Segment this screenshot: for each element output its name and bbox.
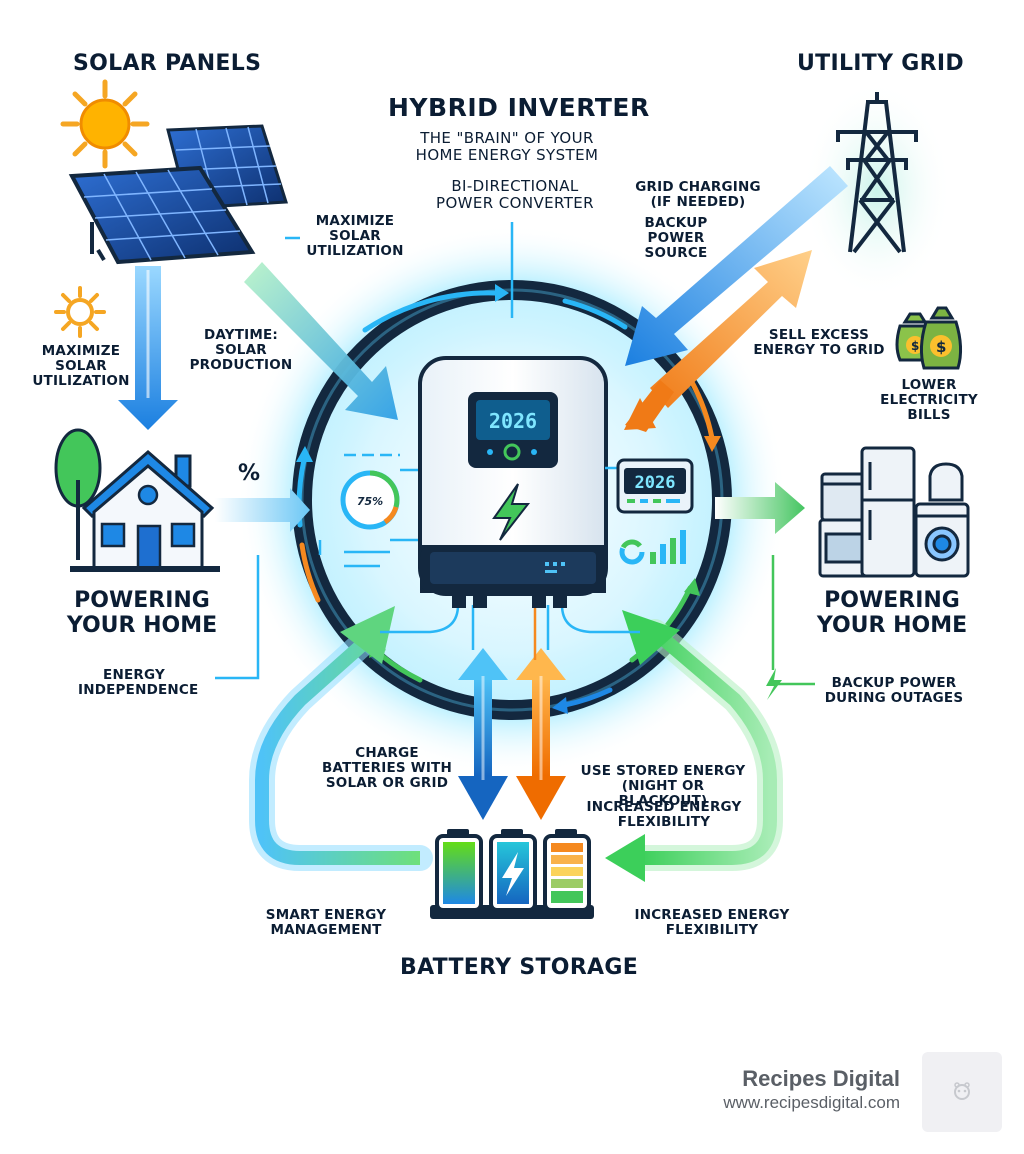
solar-panel-icon	[68, 124, 289, 265]
use-stored-label: USE STORED ENERGY (NIGHT OR BLACKOUT)	[580, 763, 746, 810]
svg-text:$: $	[911, 339, 919, 353]
grid-charging-label: GRID CHARGING (IF NEEDED)	[635, 179, 761, 211]
inverter-to-home-arrow	[715, 482, 805, 534]
gauge-text: 75%	[357, 495, 383, 508]
percent-label: %	[238, 461, 261, 486]
side-display-text: 2026	[635, 473, 676, 493]
lightning-icon	[766, 668, 782, 700]
watermark-url: www.recipesdigital.com	[723, 1093, 900, 1112]
powering-home-right-label: POWERING YOUR HOME	[816, 588, 968, 639]
sell-excess-label: SELL EXCESS ENERGY TO GRID	[753, 327, 885, 359]
svg-text:$: $	[936, 338, 946, 356]
solar-to-inverter-arrow	[244, 262, 398, 420]
energy-independence-label: ENERGY INDEPENDENCE	[78, 667, 199, 699]
lower-bills-label: LOWER ELECTRICITY BILLS	[880, 377, 978, 424]
appliances-icon	[818, 446, 970, 578]
backup-source-label: BACKUP POWER SOURCE	[644, 215, 708, 262]
side-monitor	[605, 458, 694, 565]
maximize-solar-left-label: MAXIMIZE SOLAR UTILIZATION	[32, 343, 130, 390]
battery-icon	[430, 829, 594, 919]
inverter-lightning-icon	[492, 483, 531, 541]
money-bag-icon: $ $	[895, 306, 963, 370]
inverter-display-text: 2026	[489, 409, 537, 433]
utility-grid-label: UTILITY GRID	[797, 51, 964, 76]
battery-discharge-arrow	[516, 648, 566, 820]
converter-label: BI-DIRECTIONAL POWER CONVERTER	[436, 177, 594, 212]
backup-outages-label: BACKUP POWER DURING OUTAGES	[824, 675, 964, 707]
powering-home-left-label: POWERING YOUR HOME	[66, 588, 218, 639]
page-subtitle: THE "BRAIN" OF YOUR HOME ENERGY SYSTEM	[415, 129, 599, 164]
inverter-icon	[418, 356, 608, 608]
page-title: HYBRID INVERTER	[388, 93, 650, 122]
battery-charge-arrow	[458, 648, 508, 820]
tree-icon	[54, 428, 102, 560]
transmission-tower-icon	[836, 92, 918, 254]
small-sun-icon	[54, 286, 106, 338]
daytime-label: DAYTIME: SOLAR PRODUCTION	[189, 327, 293, 374]
efficiency-gauge	[340, 453, 418, 568]
sun-icon	[60, 79, 150, 169]
battery-storage-label: BATTERY STORAGE	[400, 955, 639, 980]
watermark-title: Recipes Digital	[742, 1066, 900, 1091]
solar-panels-label: SOLAR PANELS	[73, 51, 262, 76]
inverter-to-grid-arrow	[650, 250, 812, 408]
watermark-logo	[922, 1052, 1002, 1132]
flex-center-label: INCREASED ENERGY FLEXIBILITY	[586, 799, 742, 831]
house-icon	[70, 450, 220, 572]
flex-bottom-label: INCREASED ENERGY FLEXIBILITY	[634, 907, 790, 939]
charge-batteries-label: CHARGE BATTERIES WITH SOLAR OR GRID	[322, 745, 452, 792]
grid-to-inverter-arrow	[625, 166, 848, 366]
smart-management-label: SMART ENERGY MANAGEMENT	[265, 907, 387, 939]
maximize-solar-top-label: MAXIMIZE SOLAR UTILIZATION	[306, 213, 404, 260]
